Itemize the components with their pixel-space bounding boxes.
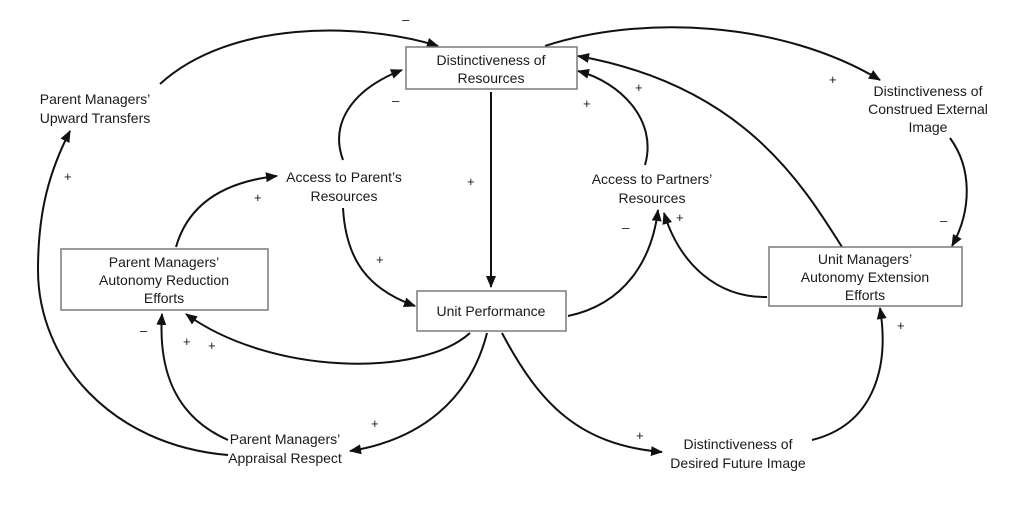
link-performance-to-appraisal [349,332,488,455]
node-parent-upward-transfers: Parent Managers’ Upward Transfers [40,91,151,126]
link-appraisal-to-upward-transfers [36,130,229,456]
node-access-parent-resources: Access to Parent’s Resources [286,169,402,204]
node-label-line: Distinctiveness of [437,52,546,68]
sign-performance-to-reduction: + [208,338,216,353]
node-label-line: Resources [458,70,525,86]
sign-construed-image-to-extension: – [940,213,948,228]
sign-performance-to-access-partners: – [622,220,630,235]
node-label-line: Autonomy Reduction [99,272,229,288]
link-appraisal-to-reduction [156,313,229,441]
sign-access-parent-to-resources: – [392,93,400,108]
link-signs: + – + – + + + – + + + – + + + – + + [64,12,948,443]
link-extension-to-access-partners [662,212,768,299]
node-label-line: Appraisal Respect [228,450,342,466]
link-resources-to-construed-image [544,26,881,81]
link-access-parent-to-resources [338,69,403,161]
sign-appraisal-to-upward-transfers: + [64,169,72,184]
node-unit-performance: Unit Performance [416,290,567,332]
link-desired-image-to-extension [811,307,887,441]
link-construed-image-to-extension [949,137,968,247]
link-performance-to-desired-image [501,332,663,457]
sign-reduction-to-access-parent: + [254,190,262,205]
node-label-line: Construed External [868,101,988,117]
sign-resources-to-performance: + [467,174,475,189]
sign-performance-to-desired-image: + [636,428,644,443]
link-upward-transfers-to-resources [159,29,439,85]
links [36,26,968,457]
link-extension-to-resources [577,53,843,248]
sign-upward-transfers-to-resources: – [402,12,410,27]
link-reduction-to-access-parent [175,172,278,248]
node-label-line: Resources [619,190,686,206]
node-distinctiveness-of-resources: Distinctiveness of Resources [405,46,578,90]
sign-resources-to-construed-image: + [829,72,837,87]
node-label-line: Efforts [845,287,885,303]
node-label-line: Upward Transfers [40,110,150,126]
node-label-line: Parent Managers’ [40,91,151,107]
node-label-line: Resources [311,188,378,204]
sign-performance-to-appraisal: + [371,416,379,431]
sign-appraisal-to-reduction-inner: + [183,334,191,349]
node-desired-future-image: Distinctiveness of Desired Future Image [670,436,806,471]
sign-appraisal-to-reduction: – [140,323,148,338]
node-access-partner-resources: Access to Partners’ Resources [592,171,713,206]
node-label-line: Image [909,119,948,135]
node-construed-external-image: Distinctiveness of Construed External Im… [868,83,988,135]
node-label-line: Autonomy Extension [801,269,929,285]
sign-extension-to-access-partners: + [676,210,684,225]
sign-access-parent-to-performance: + [376,252,384,267]
node-unit-autonomy-extension: Unit Managers’ Autonomy Extension Effort… [768,246,963,307]
sign-desired-image-to-extension: + [897,318,905,333]
link-performance-to-reduction [185,313,471,365]
node-label-line: Distinctiveness of [874,83,983,99]
node-label-line: Unit Managers’ [818,251,912,267]
node-parent-autonomy-reduction: Parent Managers’ Autonomy Reduction Effo… [60,248,269,311]
node-label-line: Access to Partners’ [592,171,713,187]
node-label-line: Parent Managers’ [109,254,220,270]
node-parent-appraisal-respect: Parent Managers’ Appraisal Respect [228,431,342,466]
node-label-line: Unit Performance [437,303,546,319]
link-performance-to-access-partners [567,209,662,317]
link-access-partners-to-resources [577,68,649,166]
link-access-parent-to-performance [342,207,416,308]
node-label-line: Efforts [144,290,184,306]
node-label-line: Access to Parent’s [286,169,402,185]
node-label-line: Desired Future Image [670,455,806,471]
node-label-line: Parent Managers’ [230,431,341,447]
sign-extension-to-resources: + [635,80,643,95]
sign-access-partners-to-resources: + [583,96,591,111]
node-label-line: Distinctiveness of [684,436,793,452]
